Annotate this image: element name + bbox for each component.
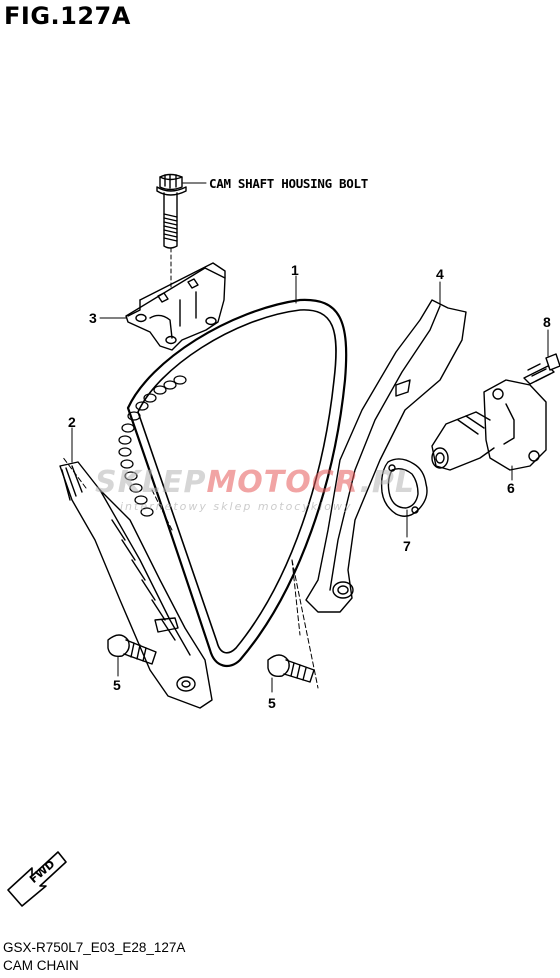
cam-shaft-housing-bolt[interactable]	[156, 173, 207, 301]
watermark-brand-part2: MOTOCR	[206, 465, 360, 500]
callout-2: 2	[68, 414, 76, 430]
cam-shaft-housing[interactable]	[99, 262, 226, 351]
watermark-brand: SKLEPMOTOCR.PL	[95, 465, 415, 500]
callout-7: 7	[403, 538, 411, 554]
model-code: GSX-R750L7_E03_E28_127A	[3, 940, 186, 955]
figure-caption: CAM CHAIN	[3, 958, 79, 973]
reference-lines	[61, 455, 319, 689]
cam-chain[interactable]	[118, 275, 348, 668]
watermark-subtitle: internetowy sklep motocyklowy	[120, 500, 353, 513]
callout-6: 6	[507, 480, 515, 496]
bolt-label: CAM SHAFT HOUSING BOLT	[209, 176, 368, 191]
tensioner-gasket[interactable]	[380, 458, 428, 538]
callout-4: 4	[436, 266, 444, 282]
figure-title: FIG.127A	[4, 2, 131, 30]
chain-tensioner-guide[interactable]	[59, 427, 213, 709]
callout-3: 3	[89, 310, 97, 326]
callout-5-left: 5	[113, 677, 121, 693]
callout-1: 1	[291, 262, 299, 278]
watermark-brand-part3: .PL	[359, 465, 415, 500]
cam-chain-tensioner[interactable]	[431, 379, 547, 481]
watermark-brand-part1: SKLEP	[95, 465, 207, 500]
tensioner-bolt[interactable]	[523, 329, 560, 385]
fwd-arrow-icon	[7, 851, 67, 907]
guide-bolt-left[interactable]	[107, 634, 157, 677]
callout-5-right: 5	[268, 695, 276, 711]
cam-chain-guide[interactable]	[305, 281, 467, 613]
guide-bolt-right[interactable]	[267, 654, 315, 693]
callout-8: 8	[543, 314, 551, 330]
